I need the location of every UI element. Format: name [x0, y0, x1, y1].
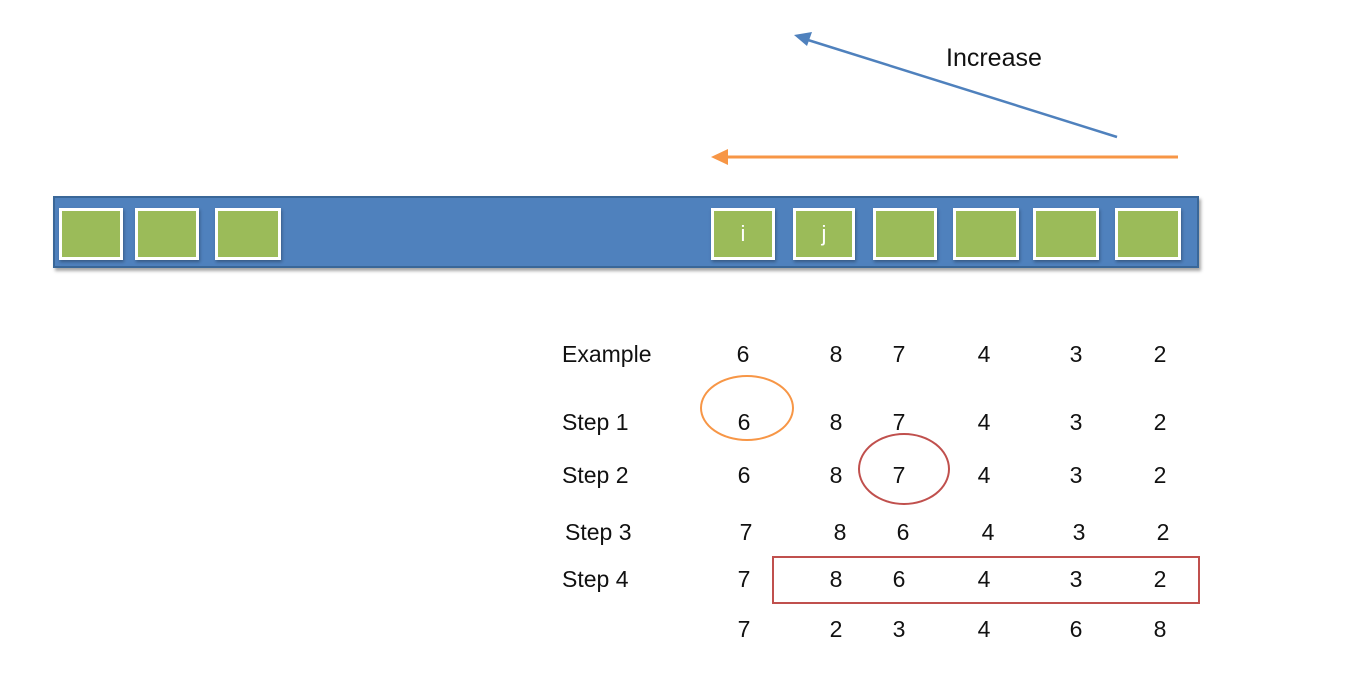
- table-cell: 4: [977, 616, 991, 642]
- table-cell: 4: [977, 566, 991, 592]
- table-cell: 4: [981, 519, 995, 545]
- table-cell: 6: [737, 462, 751, 488]
- table-cell: 3: [1069, 566, 1083, 592]
- array-cell: [1033, 208, 1099, 260]
- increase-arrow: [807, 38, 1118, 139]
- array-bar: i j: [53, 196, 1199, 268]
- step-2-highlight-circle: [858, 433, 950, 505]
- table-cell: 6: [896, 519, 910, 545]
- table-cell: 3: [1072, 519, 1086, 545]
- increase-label: Increase: [946, 44, 1042, 72]
- table-cell: 8: [833, 519, 847, 545]
- table-cell: 8: [829, 409, 843, 435]
- table-cell: 6: [736, 341, 750, 367]
- array-cell-i: i: [711, 208, 775, 260]
- table-cell: 4: [977, 462, 991, 488]
- step-4-highlight-rect: [772, 556, 1200, 604]
- table-cell: 6: [892, 566, 906, 592]
- table-cell: 7: [737, 616, 751, 642]
- table-cell: 3: [1069, 409, 1083, 435]
- scan-direction-arrowhead: [711, 149, 728, 165]
- row-label-step-3: Step 3: [565, 519, 632, 545]
- array-cell: [215, 208, 281, 260]
- array-cell-j: j: [793, 208, 855, 260]
- table-cell: 3: [1069, 462, 1083, 488]
- table-cell: 3: [892, 616, 906, 642]
- table-cell: 6: [1069, 616, 1083, 642]
- row-label-step-2: Step 2: [562, 462, 629, 488]
- table-cell: 8: [829, 341, 843, 367]
- table-cell: 2: [1153, 409, 1167, 435]
- table-cell: 2: [1156, 519, 1170, 545]
- table-cell: 3: [1069, 341, 1083, 367]
- step-1-highlight-circle: [700, 375, 794, 441]
- table-cell: 7: [892, 409, 906, 435]
- increase-arrowhead: [794, 32, 812, 46]
- table-cell: 4: [977, 341, 991, 367]
- array-cell: [953, 208, 1019, 260]
- table-cell: 2: [1153, 341, 1167, 367]
- table-cell: 7: [892, 341, 906, 367]
- table-cell: 7: [737, 566, 751, 592]
- array-cell: [59, 208, 123, 260]
- table-cell: 8: [829, 462, 843, 488]
- row-label-example: Example: [562, 341, 652, 367]
- table-cell: 2: [829, 616, 843, 642]
- table-cell: 2: [1153, 462, 1167, 488]
- table-cell: 8: [829, 566, 843, 592]
- table-cell: 2: [1153, 566, 1167, 592]
- table-cell: 8: [1153, 616, 1167, 642]
- table-cell: 7: [739, 519, 753, 545]
- row-label-step-1: Step 1: [562, 409, 629, 435]
- array-cell: [1115, 208, 1181, 260]
- array-cell: [135, 208, 199, 260]
- row-label-step-4: Step 4: [562, 566, 629, 592]
- table-cell: 4: [977, 409, 991, 435]
- array-cell: [873, 208, 937, 260]
